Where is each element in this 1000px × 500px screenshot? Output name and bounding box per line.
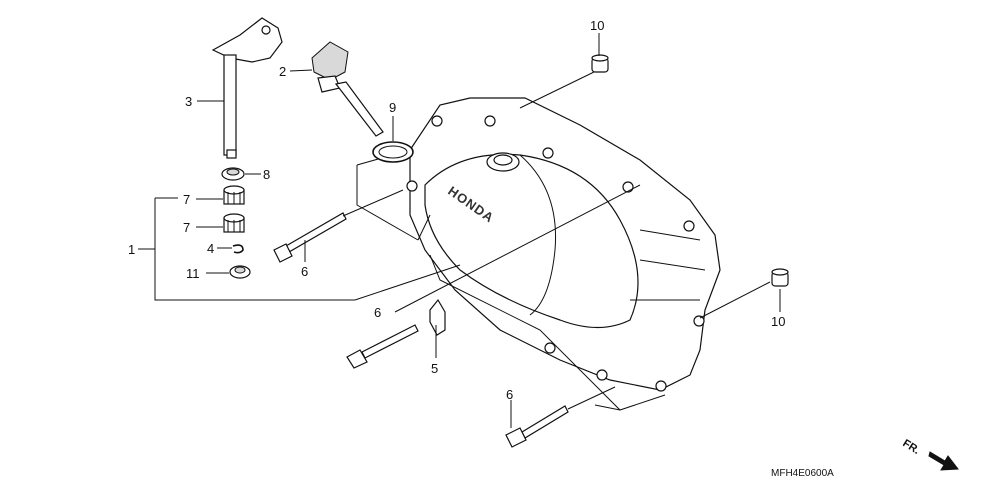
callout-3: 3 [185,94,192,109]
callouts: 1 2 3 4 5 6 6 6 7 7 8 9 10 10 11 [128,18,785,402]
direction-label: FR. [900,437,921,457]
bolt-upper-part [273,212,347,263]
leader-lines [138,33,781,428]
clamp-part [429,298,446,336]
crankcase-cover [406,97,721,392]
callout-7-lower: 7 [183,220,190,235]
oil-dipstick-part [311,41,384,137]
callout-4: 4 [207,241,214,256]
bolt-middle-part [346,324,419,369]
oil-seal-part [221,167,245,181]
shift-spindle-part [211,17,283,159]
callout-7-upper: 7 [183,192,190,207]
callout-6-upper: 6 [301,264,308,279]
o-ring-part [372,141,414,163]
needle-bearing-lower-part [223,213,245,233]
bolt-lower-part [505,405,569,448]
callout-2: 2 [279,64,286,79]
callout-6-lower: 6 [506,387,513,402]
front-direction-indicator: FR. [900,437,959,471]
needle-bearing-upper-part [223,185,245,205]
callout-8: 8 [263,167,270,182]
snap-ring-part [232,244,244,254]
callout-5: 5 [431,361,438,376]
callout-11: 11 [186,266,200,281]
gasket-outline [356,149,666,411]
callout-6-middle: 6 [374,305,381,320]
diagram-code: MFH4E0600A [771,468,834,479]
front-arrow-icon [928,451,959,471]
callout-10-lower: 10 [771,314,785,329]
callout-10-upper: 10 [590,18,604,33]
washer-part [229,265,251,279]
dowel-pin-upper-part [591,54,609,73]
callout-9: 9 [389,100,396,115]
callout-1: 1 [128,242,135,257]
dowel-pin-lower-part [771,268,789,287]
